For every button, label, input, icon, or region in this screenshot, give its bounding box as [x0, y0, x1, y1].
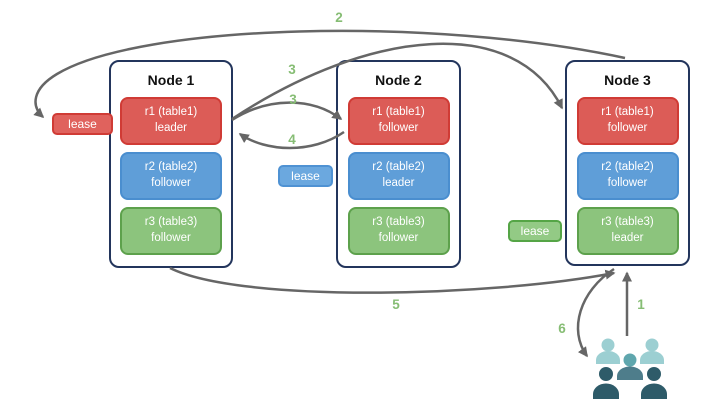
arrow-step-5	[169, 266, 616, 294]
step-label-3b: 3	[289, 92, 297, 107]
replica-range-label: r2 (table2)	[372, 161, 425, 174]
node-3: Node 3 r1 (table1) follower r2 (table2) …	[565, 60, 690, 266]
replica-role-label: follower	[151, 232, 191, 244]
node-1-replica-r2: r2 (table2) follower	[120, 152, 222, 200]
replica-range-label: r1 (table1)	[372, 106, 425, 119]
node-2: Node 2 r1 (table1) follower r2 (table2) …	[336, 60, 461, 268]
node-1-replica-r3: r3 (table3) follower	[120, 207, 222, 255]
arrow-step-4	[238, 130, 345, 150]
node-3-replica-r3: r3 (table3) leader	[576, 207, 679, 255]
replica-range-label: r3 (table3)	[144, 216, 198, 229]
node-2-title: Node 2	[375, 72, 422, 88]
step-label-5: 5	[392, 297, 400, 312]
step-label-3a: 3	[288, 62, 296, 77]
lease-badge-red: lease	[52, 113, 113, 135]
node-1-replica-r1: r1 (table1) leader	[120, 97, 222, 145]
node-2-replica-r1: r1 (table1) follower	[347, 97, 450, 145]
replica-range-label: r1 (table1)	[601, 106, 654, 119]
lease-badge-blue: lease	[278, 165, 333, 187]
step-label-6: 6	[558, 321, 566, 336]
arrow-step-3-to-node3	[231, 42, 564, 121]
replica-role-label: leader	[155, 122, 187, 134]
node-1: Node 1 r1 (table1) leader r2 (table2) fo…	[109, 60, 233, 268]
replica-role-label: follower	[378, 122, 419, 134]
replica-role-label: follower	[151, 177, 191, 189]
node-2-replica-r2: r2 (table2) leader	[347, 152, 450, 200]
arrow-step-2	[33, 29, 626, 119]
node-1-title: Node 1	[147, 72, 195, 88]
replica-range-label: r2 (table2)	[601, 161, 654, 174]
replica-range-label: r2 (table2)	[144, 161, 198, 174]
step-label-4: 4	[288, 132, 296, 147]
node-3-replica-r2: r2 (table2) follower	[576, 152, 679, 200]
node-3-title: Node 3	[604, 72, 651, 88]
replica-role-label: follower	[607, 177, 648, 189]
clients-icon	[593, 338, 667, 399]
replica-range-label: r1 (table1)	[144, 106, 198, 119]
replica-role-label: follower	[607, 122, 648, 134]
replica-range-label: r3 (table3)	[372, 216, 425, 229]
step-label-2: 2	[335, 10, 343, 25]
replica-role-label: leader	[611, 232, 644, 244]
node-3-replica-r1: r1 (table1) follower	[576, 97, 679, 145]
replica-range-label: r3 (table3)	[601, 216, 654, 229]
step-label-1: 1	[637, 297, 645, 312]
lease-badge-green: lease	[508, 220, 562, 242]
arrow-step-6	[576, 267, 615, 358]
node-2-replica-r3: r3 (table3) follower	[347, 207, 450, 255]
arrow-step-3-to-node2	[231, 101, 343, 122]
replica-role-label: leader	[382, 177, 415, 189]
replica-role-label: follower	[378, 232, 419, 244]
